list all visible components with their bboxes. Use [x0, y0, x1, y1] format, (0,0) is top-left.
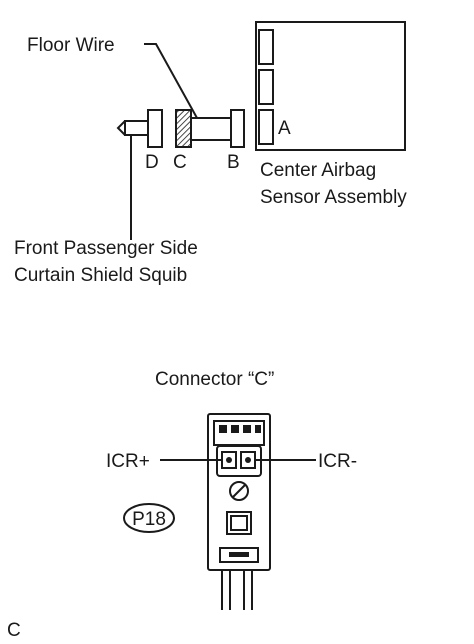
front-passenger-curtain-shield-squib — [116, 120, 149, 240]
floor-wire-harness — [147, 109, 245, 148]
squib-label-line1: Front Passenger Side — [14, 238, 198, 259]
squib-label-line2: Curtain Shield Squib — [14, 265, 187, 286]
connector-b-label: B — [227, 152, 240, 173]
sensor-connector-slot-1 — [258, 29, 274, 65]
sensor-label-line2: Sensor Assembly — [260, 187, 407, 208]
figure-letter: C — [7, 620, 21, 641]
connector-c-title: Connector “C” — [155, 369, 274, 390]
connector-d-shape — [147, 109, 163, 148]
floor-wire-leader-line — [144, 43, 198, 119]
icr-minus-label: ICR- — [318, 451, 357, 472]
part-code-label: P18 — [132, 509, 166, 530]
connector-c-face-view — [207, 413, 271, 610]
connector-b-shape — [230, 109, 245, 148]
sensor-connector-slot-2 — [258, 69, 274, 105]
center-airbag-sensor-assembly — [255, 21, 406, 151]
icr-plus-label: ICR+ — [106, 451, 150, 472]
connector-a-label: A — [278, 118, 291, 139]
sensor-connector-a — [258, 109, 274, 145]
floor-wire-label: Floor Wire — [27, 35, 115, 56]
sensor-label-line1: Center Airbag — [260, 160, 376, 181]
connector-d-label: D — [145, 152, 159, 173]
part-code-badge: P18 — [123, 503, 175, 533]
connector-c-shape — [175, 109, 192, 148]
connector-c-label: C — [173, 152, 187, 173]
